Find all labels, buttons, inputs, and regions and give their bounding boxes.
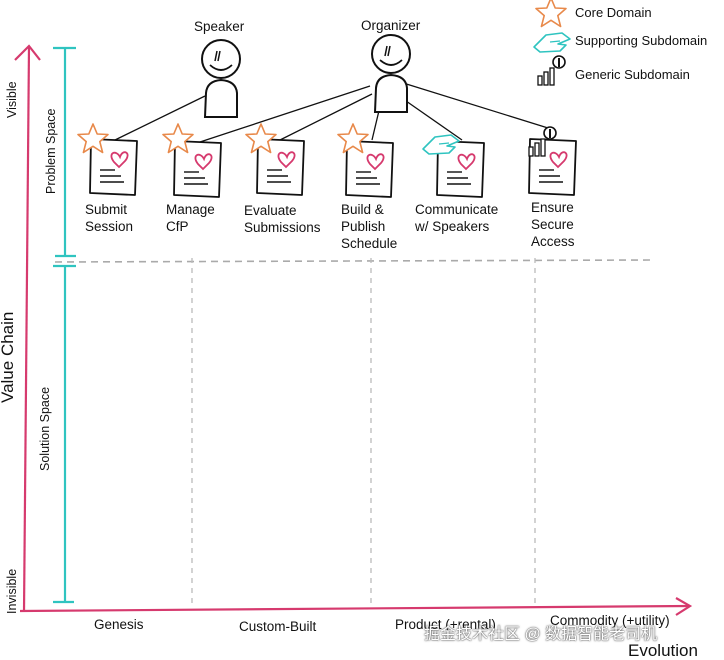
problem-space-bracket [53, 46, 76, 258]
manage-cfp-doc-icon [173, 140, 222, 198]
problem-space-label: Problem Space [44, 108, 58, 194]
legend-gear-bars-icon [537, 55, 566, 86]
domain-evaluate-submissions-label: Evaluate Submissions [244, 203, 321, 235]
watermark: 掘金技术社区 @ 数据智能老司机 [424, 626, 658, 643]
domain-submit-session-label: Submit Session [85, 202, 134, 234]
speaker-label: Speaker [194, 19, 245, 34]
organizer-person-icon [371, 34, 411, 113]
domain-ensure-secure-access-label: Ensure Secure Access [531, 200, 575, 249]
legend-supporting-subdomain-label: Supporting Subdomain [575, 33, 708, 48]
legend-star-icon [535, 0, 567, 28]
domain-manage-cfp-label: Manage CfP [166, 202, 215, 234]
organizer-label: Organizer [361, 18, 421, 33]
value-chain-axis [22, 45, 31, 613]
domain-build-schedule-label: Build & Publish Schedule [341, 202, 398, 251]
organizer-link [279, 93, 373, 141]
domain-communicate-speakers-label: Communicate w/ Speakers [415, 202, 499, 234]
speaker-person-icon [201, 39, 241, 118]
solution-space-bracket [53, 264, 76, 604]
phase-custom-built-label: Custom-Built [239, 619, 317, 634]
organizer-link [199, 85, 371, 143]
evolution-arrowhead [675, 597, 693, 616]
phase-genesis-label: Genesis [94, 617, 144, 632]
solution-space-label: Solution Space [38, 386, 52, 471]
problem-solution-divider [54, 259, 653, 263]
invisible-label: Invisible [5, 568, 19, 614]
build-schedule-doc-icon [345, 140, 394, 198]
speaker-link [114, 95, 206, 141]
value-chain-arrowhead [14, 44, 41, 61]
phase-commodity-label: Commodity (+utility) [550, 613, 670, 628]
value-chain-title: Value Chain [0, 311, 17, 403]
legend-handshake-icon [533, 32, 571, 53]
legend-core-domain-label: Core Domain [575, 5, 652, 20]
legend-generic-subdomain-label: Generic Subdomain [575, 67, 690, 82]
evolution-title: Evolution [628, 641, 698, 660]
evolution-axis [19, 604, 691, 613]
visible-label: Visible [5, 81, 19, 118]
phase-product-label: Product (+rental) [395, 617, 496, 632]
organizer-link [399, 81, 549, 129]
